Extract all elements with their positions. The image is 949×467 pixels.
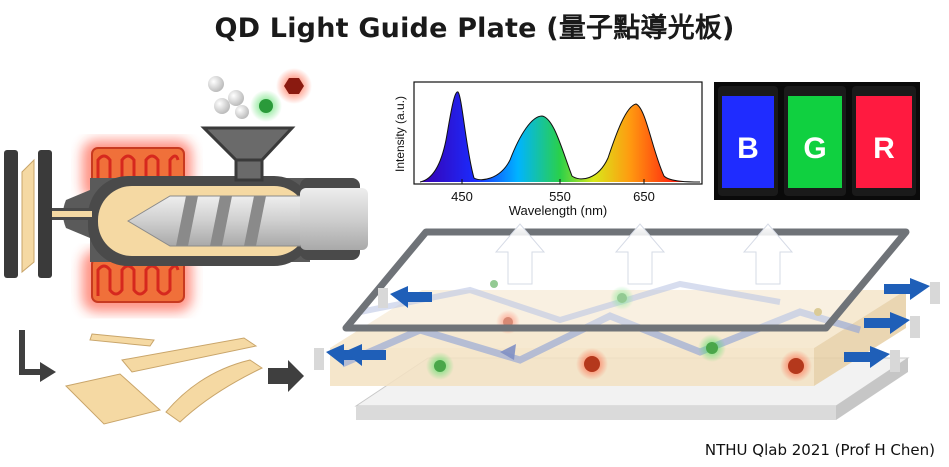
phone-red: R bbox=[852, 86, 916, 196]
spectrum-plot: 450 550 650 Wavelength (nm) Intensity (a… bbox=[393, 81, 703, 218]
light-path bbox=[359, 280, 781, 324]
qd-red-pellet bbox=[284, 78, 304, 94]
emission-arrow bbox=[614, 223, 666, 285]
phone-green-screen bbox=[788, 96, 842, 188]
molded-strip-curved bbox=[165, 359, 264, 423]
spectrum-fill bbox=[420, 91, 700, 182]
qd-plate-front bbox=[330, 348, 814, 386]
x-axis-label: Wavelength (nm) bbox=[509, 203, 608, 218]
injection-molding-machine bbox=[4, 68, 368, 312]
y-axis-label: Intensity (a.u.) bbox=[393, 96, 407, 172]
screw-shaft bbox=[300, 188, 368, 250]
qd-green-dot bbox=[490, 280, 498, 288]
screw-flights bbox=[176, 196, 266, 246]
qd-red-dot bbox=[584, 356, 600, 372]
phone-green: G bbox=[784, 86, 846, 196]
light-path-arrowhead bbox=[500, 344, 516, 360]
page-title: QD Light Guide Plate (量子點導光板) bbox=[214, 13, 735, 44]
x-tick-label-450: 450 bbox=[451, 189, 473, 204]
phone-blue-screen bbox=[722, 96, 774, 188]
mold-plate-left bbox=[4, 150, 18, 278]
qd-green-dot bbox=[617, 293, 627, 303]
molded-strip bbox=[89, 333, 155, 347]
left-led-arrows bbox=[314, 286, 432, 370]
light-guide-plate bbox=[314, 223, 940, 420]
flow-arrow-bend bbox=[19, 330, 42, 375]
hopper-neck bbox=[234, 158, 264, 182]
bottom-sheet-side bbox=[836, 358, 908, 420]
x-tick-label-650: 650 bbox=[633, 189, 655, 204]
flow-arrow-head-left bbox=[40, 362, 56, 382]
right-led-arrows bbox=[844, 278, 940, 372]
phone-green-letter: G bbox=[803, 132, 826, 165]
emission-arrow bbox=[742, 223, 794, 285]
bottom-sheet-edge bbox=[356, 406, 836, 420]
heater-coil-bottom bbox=[96, 264, 180, 296]
pellet bbox=[228, 90, 244, 106]
nozzle-melt bbox=[52, 211, 92, 217]
molded-strip bbox=[65, 373, 162, 425]
emission-arrow bbox=[494, 223, 546, 285]
phone-blue-letter: B bbox=[737, 132, 759, 165]
phone-blue: B bbox=[718, 86, 778, 196]
molded-strip bbox=[121, 337, 258, 373]
qd-plate-side bbox=[814, 290, 906, 386]
pellet bbox=[235, 105, 249, 119]
mold-plate-right bbox=[38, 150, 52, 278]
phone-red-screen bbox=[856, 96, 912, 188]
phone-displays: B G R bbox=[714, 82, 920, 200]
pellet bbox=[214, 98, 230, 114]
qd-green-pellet bbox=[259, 99, 273, 113]
spectrum-line bbox=[419, 91, 701, 183]
x-ticks bbox=[461, 179, 645, 184]
qd-green-dot bbox=[706, 342, 718, 354]
molded-part bbox=[21, 158, 35, 274]
qd-red-dot bbox=[788, 358, 804, 374]
pellet bbox=[208, 76, 224, 92]
emission-arrows bbox=[494, 223, 794, 285]
qd-green-dot bbox=[434, 360, 446, 372]
x-tick-label-550: 550 bbox=[549, 189, 571, 204]
flow-arrow-right bbox=[268, 360, 304, 392]
credit-text: NTHU Qlab 2021 (Prof H Chen) bbox=[704, 441, 935, 459]
molded-parts bbox=[19, 330, 304, 425]
phone-red-letter: R bbox=[873, 132, 895, 165]
qd-green-dot bbox=[814, 308, 822, 316]
